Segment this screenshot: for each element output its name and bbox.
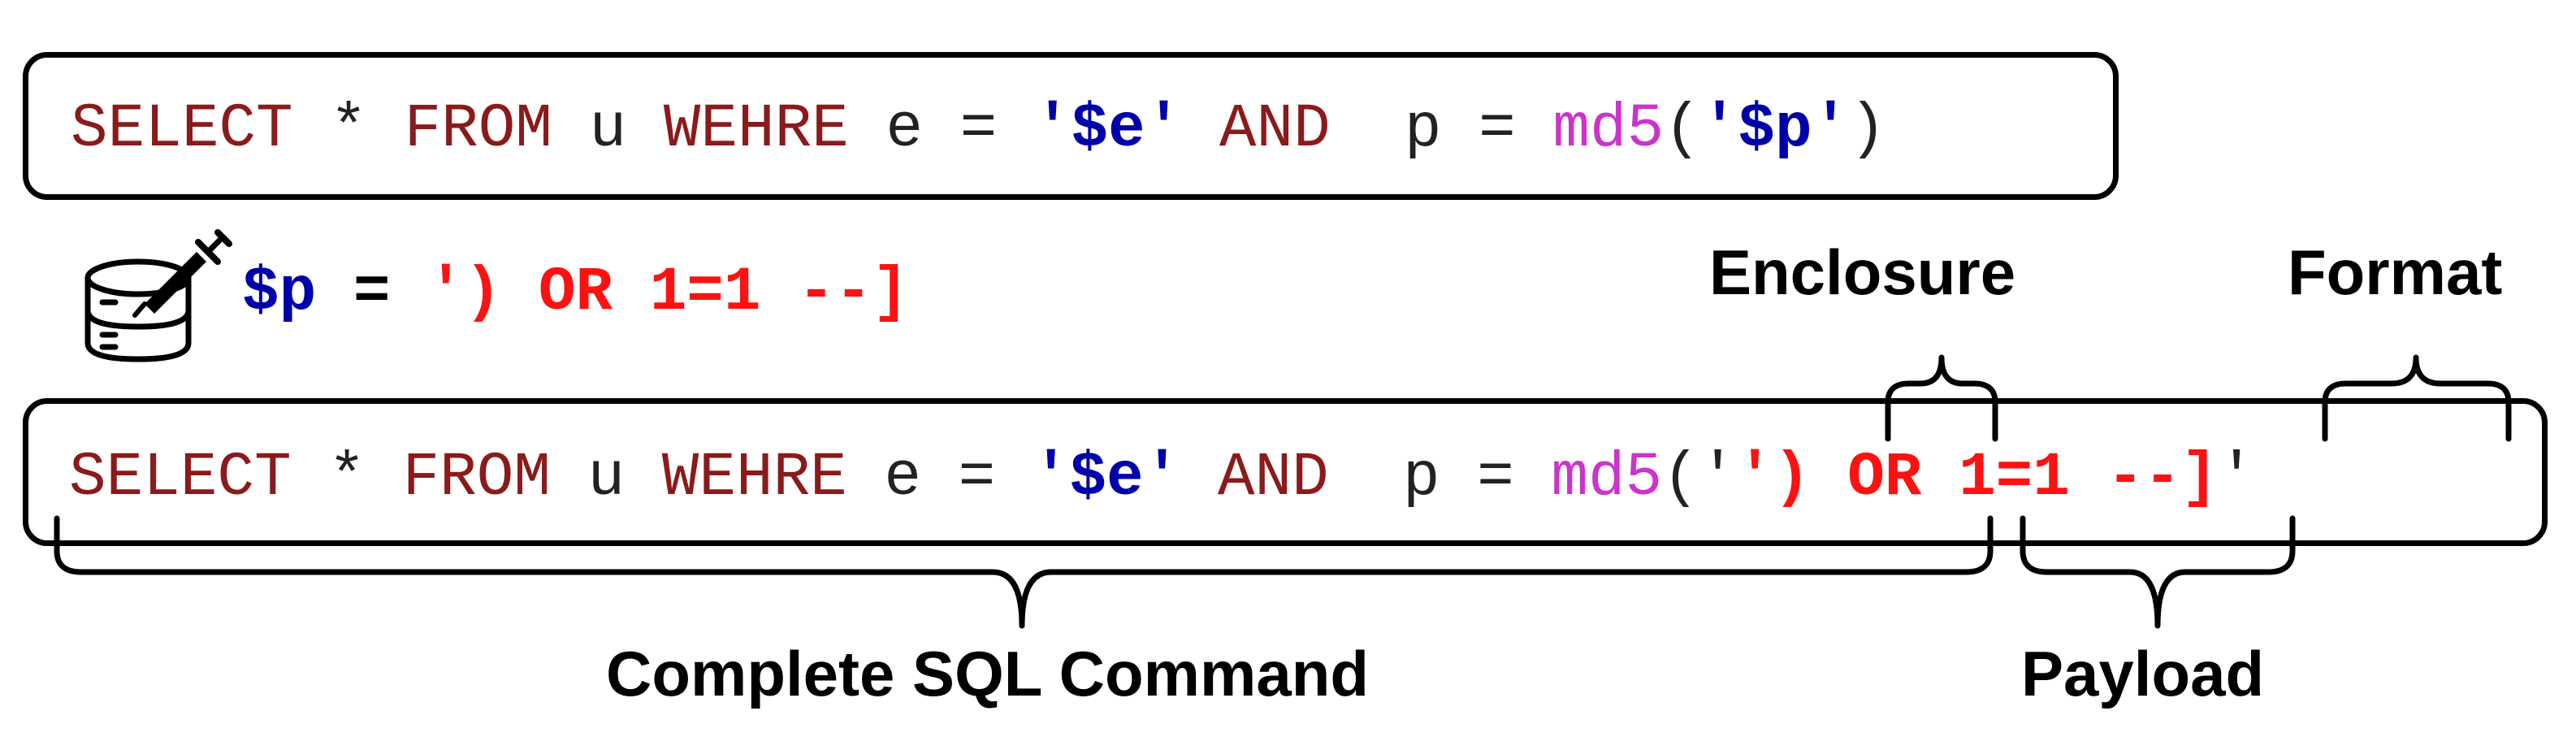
column-p-token: p = <box>1367 94 1553 164</box>
variable-e: '$e' <box>1032 443 1181 513</box>
syringe-icon <box>132 229 232 318</box>
keyword-from: FROM <box>402 443 551 513</box>
paren-open: ( <box>1664 94 1701 164</box>
injected-value: ') OR 1=1 --] <box>427 258 909 327</box>
injection-assignment: $p = ') OR 1=1 --] <box>242 262 909 323</box>
complete-command-label: Complete SQL Command <box>606 638 1370 709</box>
complete-command-bracket <box>54 515 1994 629</box>
format-label: Format <box>2288 236 2503 308</box>
enclosure-token: ') <box>1736 443 1811 513</box>
enclosure-label: Enclosure <box>1709 236 2016 308</box>
format-bracket <box>2322 354 2512 442</box>
assign-operator: = <box>316 258 428 327</box>
payload-bracket <box>2020 515 2296 629</box>
function-md5: md5 <box>1551 443 1663 513</box>
column-e-token: e = <box>848 94 1034 164</box>
keyword-select: SELECT <box>69 443 292 513</box>
column-e-token: e = <box>846 443 1033 513</box>
star-token: * <box>292 94 405 164</box>
payload-label: Payload <box>2021 638 2265 709</box>
enclosure-bracket <box>1885 354 1998 442</box>
table-token: u <box>550 443 662 513</box>
keyword-select: SELECT <box>71 94 293 164</box>
paren-open: (' <box>1662 443 1737 513</box>
keyword-where: WEHRE <box>661 443 847 513</box>
keyword-from: FROM <box>404 94 552 164</box>
function-md5: md5 <box>1552 94 1665 164</box>
variable-p: '$p' <box>1700 94 1850 164</box>
database-syringe-icon <box>84 229 232 362</box>
payload-token: OR 1=1 <box>1810 443 2107 513</box>
format-token: --] <box>2106 443 2219 513</box>
original-query-box: SELECT * FROM u WEHRE e = '$e' AND p = m… <box>23 52 2119 200</box>
keyword-and: AND <box>1180 443 1366 513</box>
keyword-and: AND <box>1182 94 1368 164</box>
tail-quote: ' <box>2218 443 2255 513</box>
variable-e: '$e' <box>1033 94 1183 164</box>
column-p-token: p = <box>1366 443 1552 513</box>
injected-variable: $p <box>242 258 317 327</box>
paren-close: ) <box>1849 94 1886 164</box>
star-token: * <box>291 443 403 513</box>
table-token: u <box>552 94 664 164</box>
keyword-where: WEHRE <box>663 94 849 164</box>
injected-query-box: SELECT * FROM u WEHRE e = '$e' AND p = m… <box>23 398 2548 546</box>
